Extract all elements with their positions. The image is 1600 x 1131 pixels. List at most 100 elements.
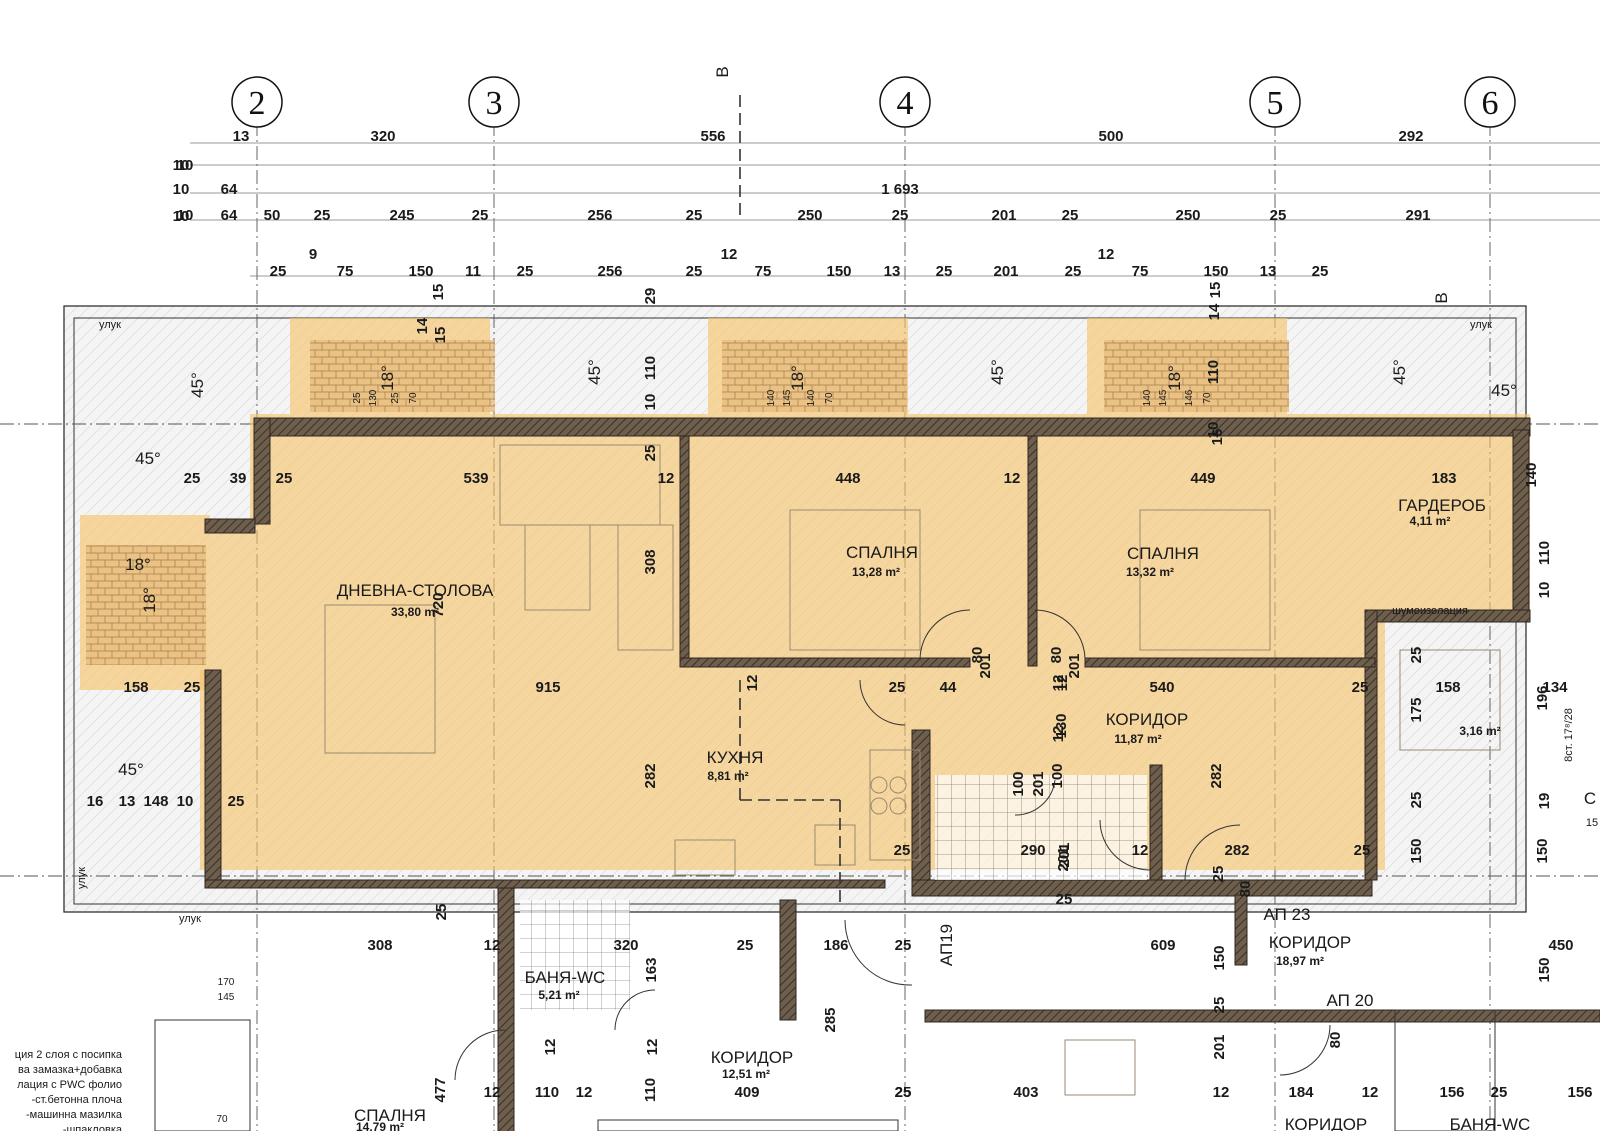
dim-row4: 9 xyxy=(309,246,317,263)
room-area: 4,11 m² xyxy=(1410,514,1451,528)
interior-dim: 12 xyxy=(1132,842,1149,859)
vertical-dim: 477 xyxy=(432,1077,449,1102)
vertical-dim: 201 xyxy=(1030,771,1047,796)
axis-bubble-3 xyxy=(468,76,520,128)
room-name: ДНЕВНА-СТОЛОВА xyxy=(337,581,494,600)
room-name: СПАЛНЯ xyxy=(1127,544,1199,563)
interior-dim: 25 xyxy=(276,470,293,487)
interior-dim: 12 xyxy=(576,1084,593,1101)
lower-plan-outlines xyxy=(154,1009,1496,1131)
dim-row1: 13 xyxy=(233,128,250,145)
bathroom-tiles xyxy=(520,775,1147,1010)
interior-dim: 12 xyxy=(484,1084,501,1101)
axis-label: 4 xyxy=(897,85,914,122)
dim-row4: 75 xyxy=(1132,263,1149,280)
apartment-23-label: АП 23 xyxy=(1264,905,1311,924)
dim-row3: 256 xyxy=(587,207,612,224)
slope-label: 18° xyxy=(788,365,807,391)
dim-left: 10 xyxy=(173,181,190,198)
room-area: 13,32 m² xyxy=(1126,565,1174,579)
vertical-dim: 29 xyxy=(642,288,659,305)
dim-row2: 64 xyxy=(221,181,238,198)
dim-row4: 25 xyxy=(517,263,534,280)
vertical-dim: 10 xyxy=(642,394,659,411)
dim-row4: 25 xyxy=(686,263,703,280)
slope-label: 18° xyxy=(125,555,151,574)
interior-dim: 25 xyxy=(737,937,754,954)
vertical-dim: 14 xyxy=(414,317,431,334)
interior-dim: 540 xyxy=(1149,679,1174,696)
dim-row4: 256 xyxy=(597,263,622,280)
vertical-dim: 12 xyxy=(644,1039,661,1056)
interior-dim: 183 xyxy=(1431,470,1456,487)
vertical-dim: 25 xyxy=(1210,866,1227,883)
vertical-dim: 110 xyxy=(642,356,659,380)
size-label: 170 xyxy=(218,977,235,988)
vertical-dim: 10 xyxy=(1205,422,1222,439)
dim-row3: 245 xyxy=(389,207,414,224)
vertical-dim: 80 xyxy=(1048,647,1065,664)
interior-dim: 158 xyxy=(123,679,148,696)
dimension-lines xyxy=(190,142,1600,277)
dim-row4: 13 xyxy=(884,263,901,280)
vertical-dim: 70 xyxy=(408,392,419,404)
noise-insulation-label: шумоизолация xyxy=(1392,605,1468,617)
interior-dim: 450 xyxy=(1548,937,1573,954)
interior-dim: 25 xyxy=(1491,1084,1508,1101)
vertical-dim: 80 xyxy=(1327,1032,1344,1049)
interior-dim: 25 xyxy=(894,842,911,859)
vertical-dim: 25 xyxy=(433,904,450,921)
vertical-dim: 130 xyxy=(1053,713,1070,738)
axis-label: 6 xyxy=(1482,85,1499,122)
room-name: БАНЯ-WC xyxy=(1450,1115,1531,1131)
vertical-dim: 145 xyxy=(1158,389,1169,406)
dim-row3: 25 xyxy=(314,207,331,224)
size-label: 145 xyxy=(218,992,235,1003)
balcony-tiles xyxy=(86,340,1289,665)
vertical-dim: 201 xyxy=(1211,1034,1228,1059)
dim-row3: 64 xyxy=(221,207,238,224)
dim-row3: 50 xyxy=(264,207,281,224)
interior-dim: 609 xyxy=(1150,937,1175,954)
vertical-dim: 201 xyxy=(1066,653,1083,678)
vertical-dim: 80 xyxy=(1237,881,1254,898)
interior-dim: 12 xyxy=(1004,470,1021,487)
dim-row3: 25 xyxy=(1062,207,1079,224)
interior-dim: 25 xyxy=(184,470,201,487)
doors xyxy=(454,609,1331,1081)
vertical-dim: 80 xyxy=(969,647,986,664)
dim-row4: 12 xyxy=(721,246,738,263)
room-area: 3,16 m² xyxy=(1459,724,1500,738)
vertical-dim: 140 xyxy=(1142,389,1153,406)
vertical-dim: 15 xyxy=(430,284,447,301)
walls xyxy=(204,417,1600,1131)
dim-row3: 25 xyxy=(472,207,489,224)
vertical-dim: 140 xyxy=(806,389,817,406)
legend-line: ва замазка+добавка xyxy=(18,1064,123,1076)
legend-line: -машинна мазилка xyxy=(26,1109,123,1121)
dim-row4: 75 xyxy=(337,263,354,280)
vertical-dim: 12 xyxy=(1050,726,1067,743)
size-label: 70 xyxy=(216,1114,228,1125)
vertical-dim: 285 xyxy=(822,1007,839,1032)
axis-label: 3 xyxy=(486,85,503,122)
dim-row3: 250 xyxy=(797,207,822,224)
vertical-dim: 282 xyxy=(1208,763,1225,788)
dim-row3: 250 xyxy=(1175,207,1200,224)
legend-line: лация с PWC фолио xyxy=(17,1079,122,1091)
vertical-dim: 100 xyxy=(1010,771,1027,796)
eave-gutter-label: улук xyxy=(1470,319,1492,331)
interior-dim: 25 xyxy=(895,1084,912,1101)
dim-row4: 12 xyxy=(1098,246,1115,263)
interior-dim: 320 xyxy=(613,937,638,954)
vertical-dim: 145 xyxy=(782,389,793,406)
apartment-19-label: АП19 xyxy=(937,924,956,966)
interior-dim: 186 xyxy=(823,937,848,954)
vertical-dim: 201 xyxy=(1056,842,1073,867)
eave-gutter-label: улук xyxy=(179,913,201,925)
dim-row4: 11 xyxy=(465,263,481,280)
vertical-dim: 140 xyxy=(1523,462,1540,487)
